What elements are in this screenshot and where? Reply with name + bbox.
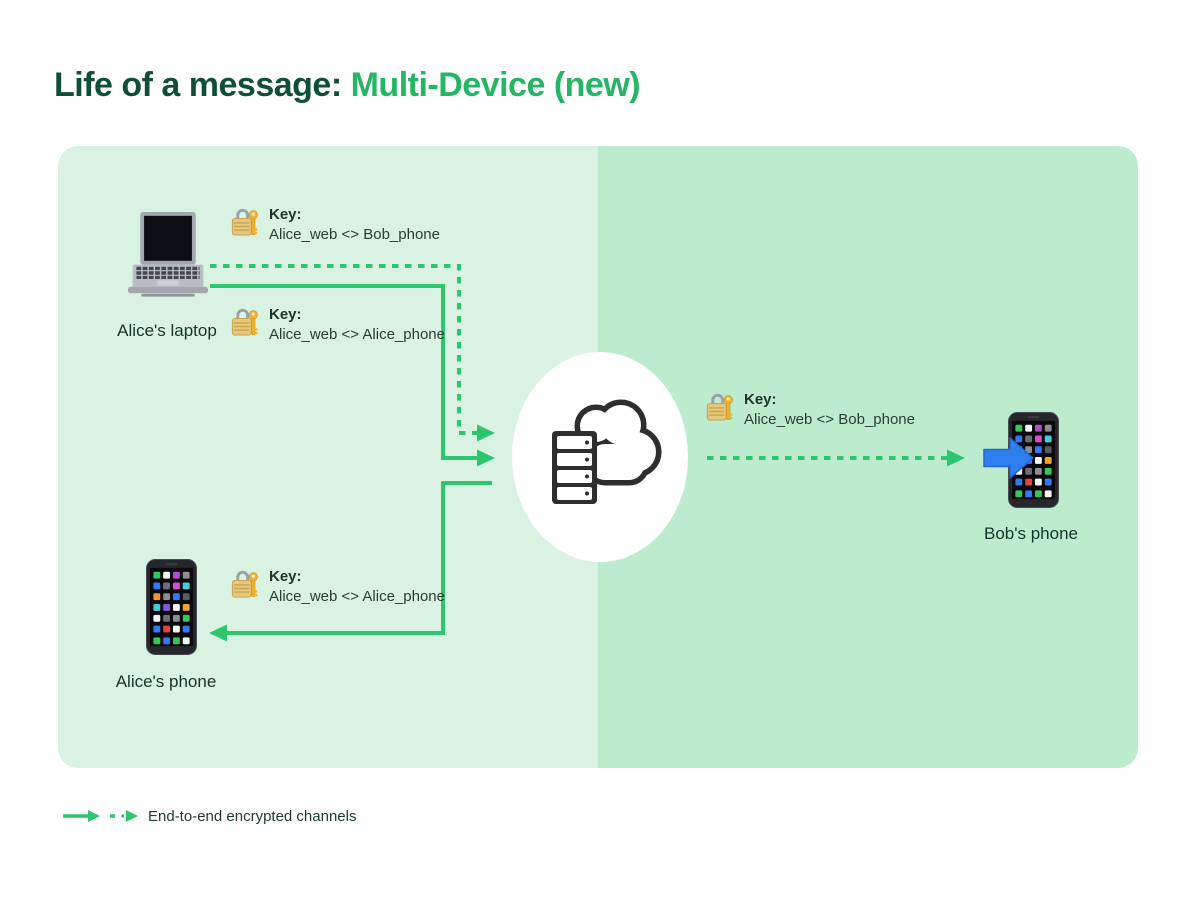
key-value: Alice_web <> Bob_phone xyxy=(744,411,915,428)
key-phone-alice: Key: Alice_web <> Alice_phone xyxy=(231,567,445,607)
key-laptop-bob: Key: Alice_web <> Bob_phone xyxy=(231,205,440,245)
blue-right-arrow-icon xyxy=(983,434,1035,482)
key-value: Alice_web <> Bob_phone xyxy=(269,226,440,243)
laptop-icon xyxy=(124,210,212,302)
smartphone-icon xyxy=(146,559,197,655)
bob-phone-label: Bob's phone xyxy=(984,524,1078,543)
key-laptop-alice: Key: Alice_web <> Alice_phone xyxy=(231,305,445,345)
page-title: Life of a message: Multi-Device (new) xyxy=(54,66,641,105)
key-label: Key: xyxy=(269,306,302,323)
closed-lock-with-key-icon xyxy=(706,391,733,423)
closed-lock-with-key-icon xyxy=(231,306,258,338)
arrowhead-icon xyxy=(88,810,100,822)
legend: End-to-end encrypted channels xyxy=(61,801,356,831)
key-server-bob: Key: Alice_web <> Bob_phone xyxy=(706,390,915,430)
legend-label: End-to-end encrypted channels xyxy=(148,807,357,825)
key-label: Key: xyxy=(269,206,302,223)
server-cloud-icon xyxy=(548,398,663,510)
key-value: Alice_web <> Alice_phone xyxy=(269,326,445,343)
key-label: Key: xyxy=(744,391,777,408)
legend-arrows-icon xyxy=(63,810,138,822)
key-value: Alice_web <> Alice_phone xyxy=(269,588,445,605)
closed-lock-with-key-icon xyxy=(231,206,258,238)
key-label: Key: xyxy=(269,568,302,585)
arrowhead-icon xyxy=(126,810,138,822)
alice-phone-label: Alice's phone xyxy=(115,672,217,691)
alice-laptop-label: Alice's laptop xyxy=(117,321,217,340)
page-title-prefix: Life of a message: xyxy=(54,66,351,104)
page-title-highlight: Multi-Device (new) xyxy=(350,66,641,104)
closed-lock-with-key-icon xyxy=(231,568,258,600)
